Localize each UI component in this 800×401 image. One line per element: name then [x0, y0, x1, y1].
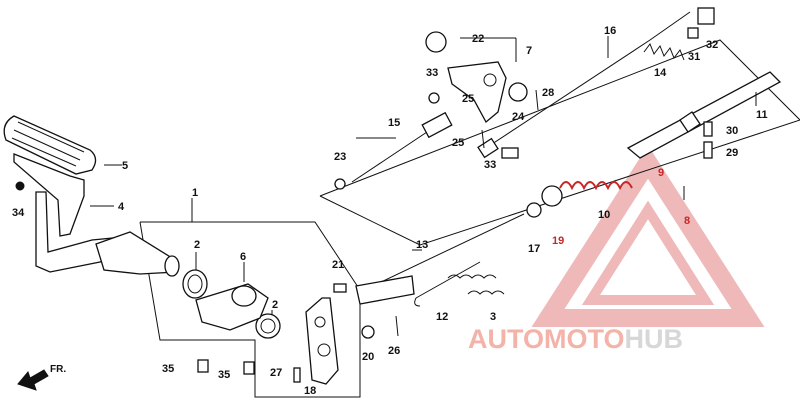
callout-5: 5 [122, 160, 128, 172]
assembly-frame-shaft [319, 39, 800, 246]
callout-25b: 25 [452, 137, 464, 149]
callout-3: 3 [490, 311, 496, 323]
brake-rod-part [355, 213, 525, 305]
callout-12: 12 [436, 311, 448, 323]
callout-24: 24 [512, 111, 525, 123]
callout-17: 17 [528, 243, 540, 255]
callout-7: 7 [526, 45, 532, 57]
bolt-part-33a [428, 92, 440, 104]
callout-25a: 25 [462, 93, 474, 105]
bolt-part-34 [15, 181, 25, 191]
brake-pedal-arm-part [35, 191, 180, 277]
pin-part-26 [395, 315, 399, 337]
callout-2b: 2 [272, 299, 278, 311]
callout-31: 31 [688, 51, 700, 63]
callout-2a: 2 [194, 239, 200, 251]
bushing-part [425, 31, 447, 53]
front-direction-arrow-icon [17, 369, 49, 391]
brake-arm-rod-part [351, 111, 453, 183]
knob-part [697, 7, 715, 25]
return-spring-part [447, 274, 505, 295]
pin-part-30 [703, 121, 713, 137]
callout-14: 14 [654, 67, 667, 79]
collar-part-2b [255, 313, 281, 339]
lever-plate-part [305, 297, 339, 385]
parking-rod-part [477, 11, 691, 159]
callout-15: 15 [388, 117, 400, 129]
pedal-rubber-part [3, 115, 97, 175]
callout-19: 19 [552, 235, 564, 247]
callout-16: 16 [604, 25, 616, 37]
front-direction-label: FR. [50, 364, 66, 375]
callout-18: 18 [304, 385, 316, 397]
callout-35a: 35 [162, 363, 174, 375]
pin-part-31 [687, 27, 699, 39]
leader-lines [90, 36, 757, 314]
callout-35b: 35 [218, 369, 230, 381]
pin-part-25b [481, 129, 485, 149]
bolt-part-35b [243, 361, 255, 375]
callout-33a: 33 [426, 67, 438, 79]
pin-part-29 [703, 141, 713, 159]
pedal-plate-part [13, 153, 85, 237]
watermark-part1: AUTO [468, 324, 544, 354]
watermark-part2: MOTO [544, 324, 625, 354]
nut-part-23 [334, 178, 346, 190]
upper-bracket-part [447, 61, 507, 124]
brake-spring-part [559, 181, 633, 191]
callout-33b: 33 [484, 159, 496, 171]
callout-32: 32 [706, 39, 718, 51]
callout-30: 30 [726, 125, 738, 137]
bolt-part-33b [501, 147, 519, 159]
callout-28: 28 [542, 87, 554, 99]
callout-6: 6 [240, 251, 246, 263]
callout-23: 23 [334, 151, 346, 163]
watermark-logo-icon [531, 145, 765, 327]
callout-26: 26 [388, 345, 400, 357]
callout-29: 29 [726, 147, 738, 159]
pin-part-27 [293, 367, 301, 383]
pin-part-28 [535, 89, 539, 111]
bolt-part-35a [197, 359, 209, 373]
assembly-frame-pedal [139, 221, 361, 398]
callout-4: 4 [118, 201, 125, 213]
svg-text:AUTOMOTOHUB: AUTOMOTOHUB [468, 324, 683, 354]
callout-1: 1 [192, 187, 198, 199]
bolt-part-20 [361, 325, 375, 339]
washer-part-19 [541, 185, 563, 207]
callout-8: 8 [684, 215, 690, 227]
spring-hook-part [414, 261, 481, 307]
callout-21: 21 [332, 259, 344, 271]
compression-spring-part [643, 42, 685, 61]
callout-20: 20 [362, 351, 374, 363]
brake-shaft-part [626, 71, 782, 159]
collar-part-2a [182, 269, 208, 299]
pivot-bracket-part [195, 283, 269, 331]
callout-34: 34 [12, 207, 25, 219]
callout-11: 11 [756, 109, 768, 121]
callout-13: 13 [416, 239, 428, 251]
callout-27: 27 [270, 367, 282, 379]
callout-10: 10 [598, 209, 610, 221]
bolt-part-21 [333, 283, 347, 293]
watermark-text: AUTOMOTOHUB [468, 324, 683, 354]
washer-part-17 [526, 202, 542, 218]
watermark-part3: HUB [625, 324, 684, 354]
washer-part-24 [508, 82, 528, 102]
callout-22: 22 [472, 33, 484, 45]
callout-9: 9 [658, 167, 664, 179]
